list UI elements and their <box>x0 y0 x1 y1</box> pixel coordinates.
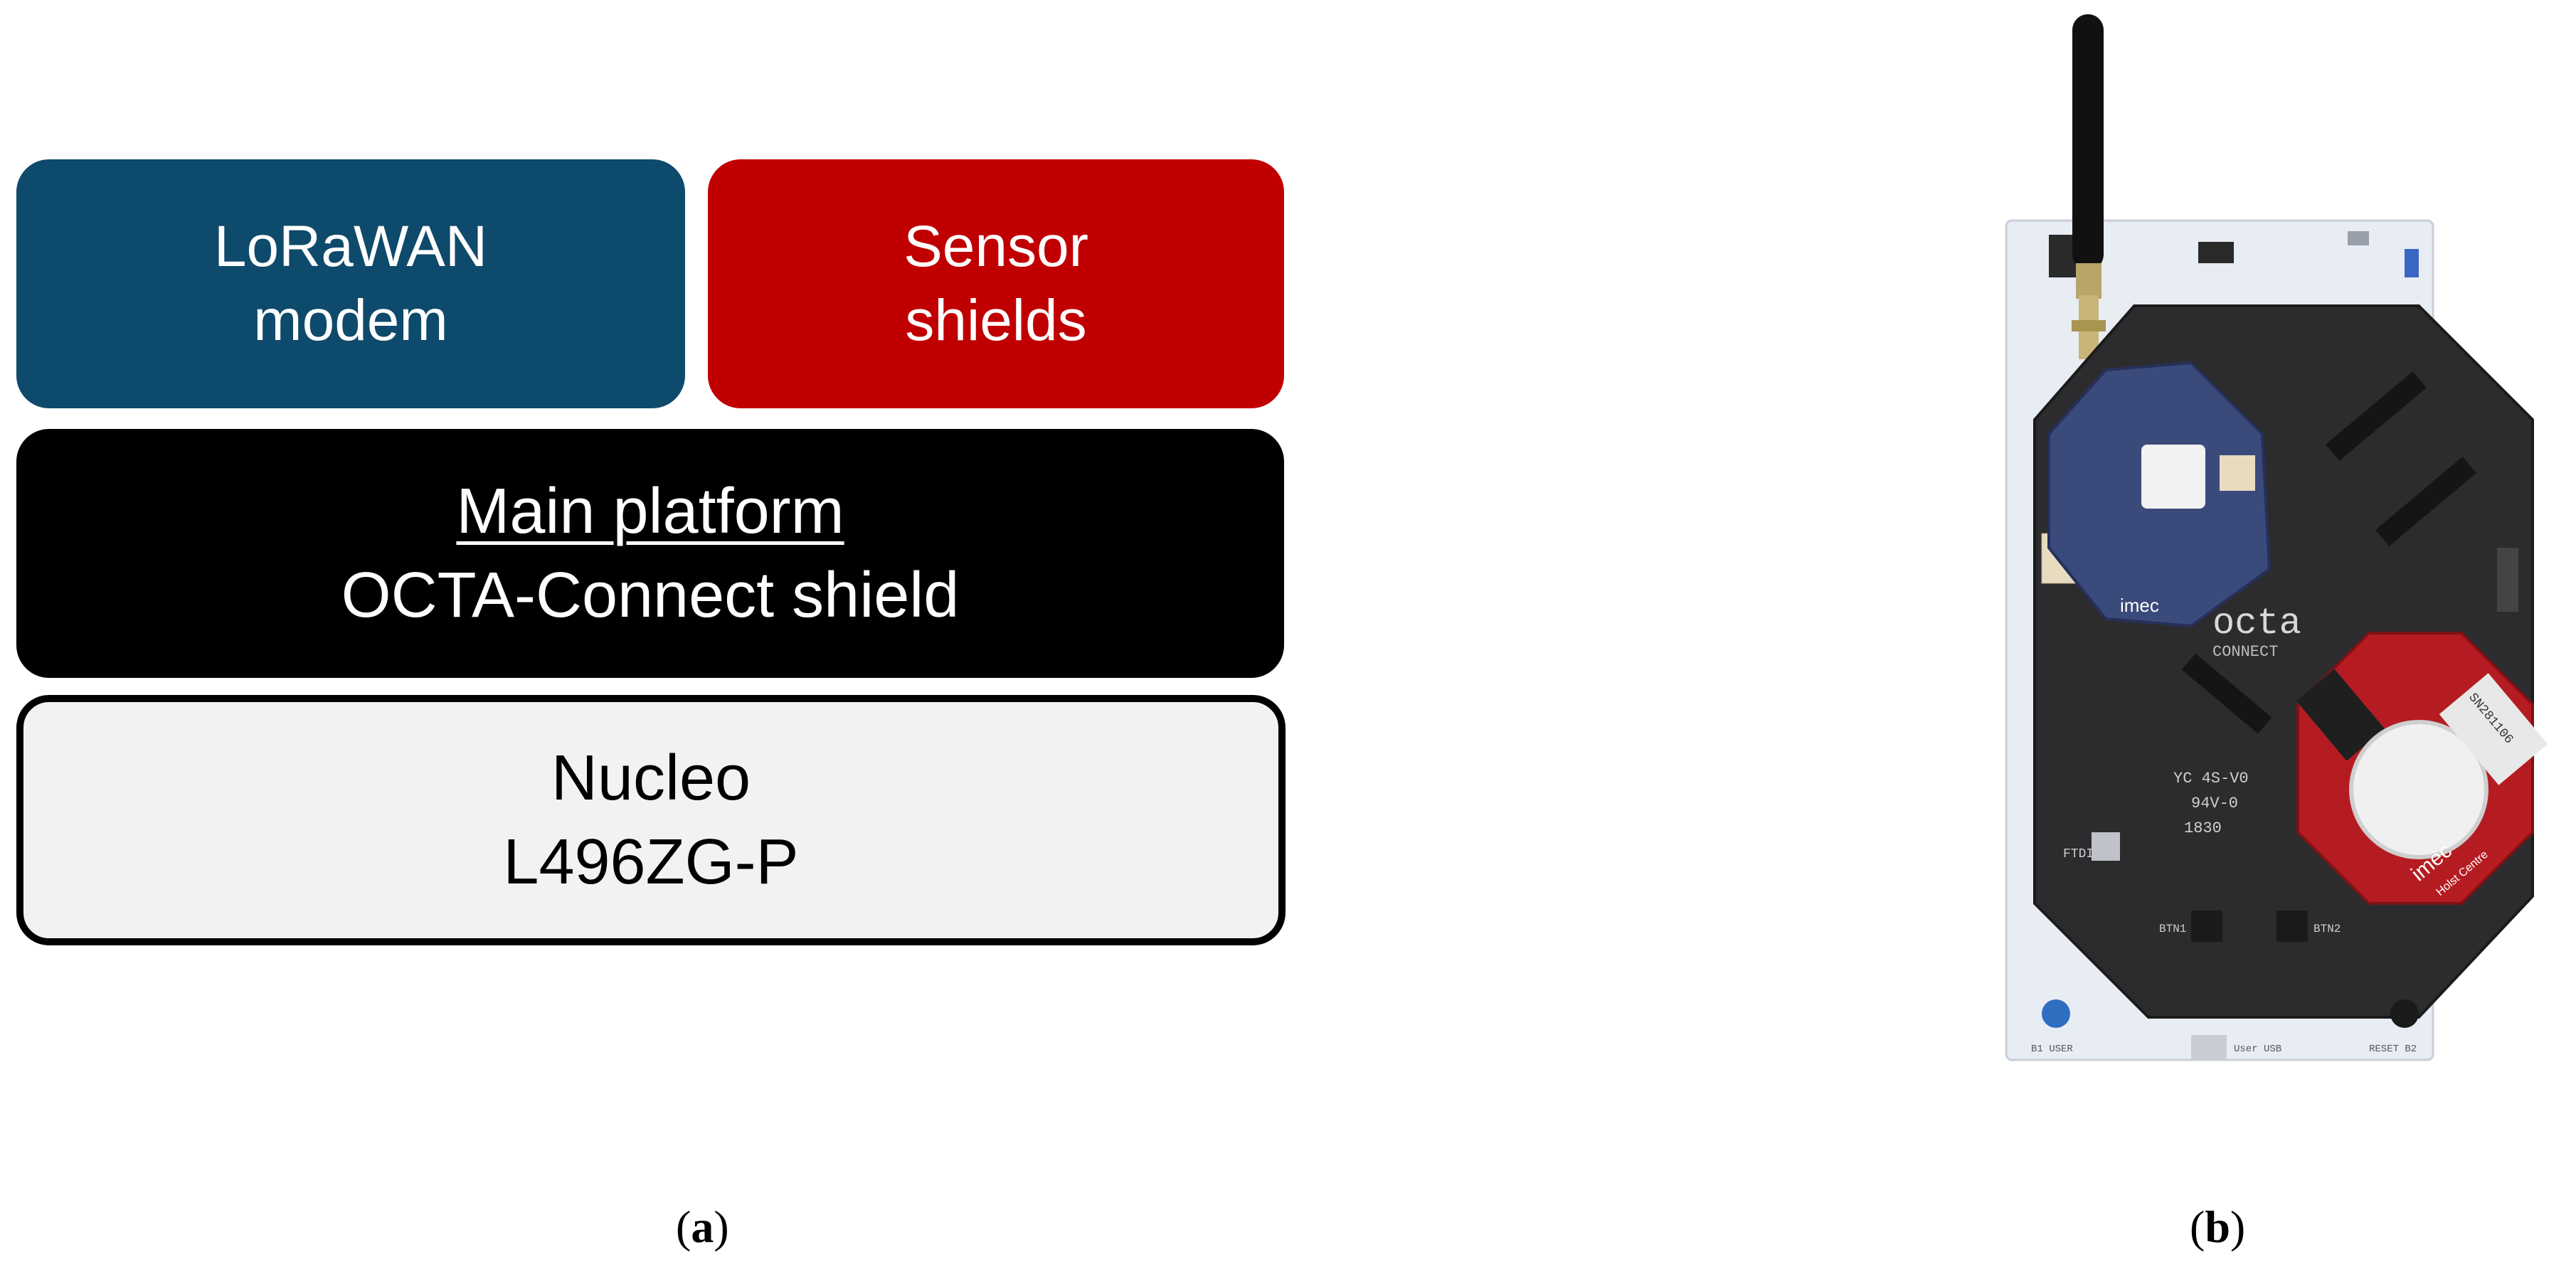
antenna-icon <box>2072 14 2106 359</box>
main-platform-subtitle: OCTA-Connect shield <box>341 560 960 631</box>
btn1-text: BTN1 <box>2159 923 2186 935</box>
radio-brand-text: imec <box>2120 595 2159 616</box>
caption-b-close: ) <box>2230 1201 2246 1252</box>
reset-text: RESET B2 <box>2369 1044 2417 1055</box>
octa-headers <box>2181 371 2518 734</box>
btn1-button <box>2191 911 2222 942</box>
rating-text: 94V-0 <box>2191 795 2238 812</box>
caption-a-close: ) <box>714 1201 729 1252</box>
user-button <box>2042 999 2070 1028</box>
octa-logo-text: octa <box>2212 603 2301 644</box>
btn2-text: BTN2 <box>2313 923 2341 935</box>
lorawan-chip <box>2141 445 2205 509</box>
sensor-disc <box>2349 720 2488 859</box>
caption-b: (b) <box>2190 1201 2245 1253</box>
nucleo-label-line1: Nucleo <box>551 743 751 814</box>
user-usb-text: User USB <box>2234 1044 2281 1055</box>
btn2-button <box>2276 911 2308 942</box>
reset-button <box>2390 999 2419 1028</box>
modem-label-line1: LoRaWAN <box>213 214 488 279</box>
user-text: B1 USER <box>2031 1044 2073 1055</box>
caption-a: (a) <box>676 1201 729 1253</box>
date-code-text: 1830 <box>2184 819 2222 837</box>
lorawan-modem-block: LoRaWAN modem <box>16 159 685 408</box>
nucleo-label-line2: L496ZG-P <box>503 827 799 898</box>
user-usb-connector <box>2191 1035 2227 1060</box>
modem-label-line2: modem <box>253 288 448 353</box>
sensor-shields-block: Sensor shields <box>708 159 1284 408</box>
caption-a-open: ( <box>676 1201 691 1252</box>
sensor-label-line1: Sensor <box>903 214 1088 279</box>
ftdi-text: FTDI <box>2063 847 2094 861</box>
hardware-photo: imec octa CONNECT YC 4S-V0 94V-0 1830 FT… <box>2005 14 2548 1061</box>
board-code-text: YC 4S-V0 <box>2173 770 2249 787</box>
caption-b-open: ( <box>2190 1201 2205 1252</box>
main-platform-block: Main platform OCTA-Connect shield <box>16 429 1284 678</box>
sensor-label-line2: shields <box>905 288 1087 353</box>
connect-logo-text: CONNECT <box>2212 643 2278 661</box>
caption-a-letter: a <box>691 1201 714 1252</box>
octa-usb-connector <box>2092 832 2120 861</box>
nucleo-board-block: Nucleo L496ZG-P <box>16 695 1286 945</box>
main-platform-title: Main platform <box>456 476 844 547</box>
caption-b-letter: b <box>2205 1201 2230 1252</box>
